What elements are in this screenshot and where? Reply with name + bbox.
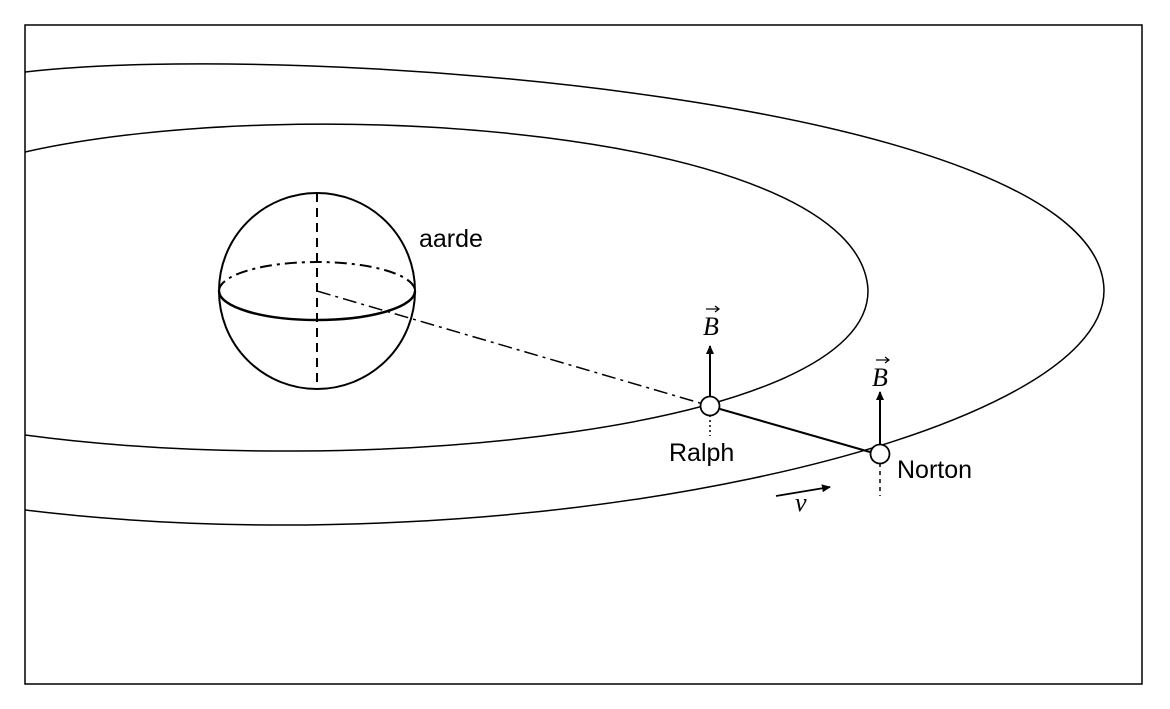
- diagram-frame: [24, 24, 1143, 685]
- velocity-arrow: [775, 484, 831, 497]
- earth-label: aarde: [419, 225, 483, 253]
- ralph-satellite: [699, 345, 721, 436]
- outer-orbit: [25, 63, 1105, 526]
- b-vector-overbar-outer: [876, 356, 890, 364]
- earth-ralph-line: [316, 290, 701, 404]
- norton-satellite: [869, 391, 891, 496]
- field-label-inner: B: [703, 312, 719, 341]
- field-label-outer: B: [872, 363, 888, 392]
- b-vector-overbar-inner: [706, 305, 720, 313]
- norton-label: Norton: [897, 456, 972, 484]
- inner-orbit: [25, 123, 869, 452]
- ralph-label: Ralph: [669, 439, 734, 467]
- velocity-label: v: [795, 488, 807, 517]
- tether-line: [719, 408, 871, 453]
